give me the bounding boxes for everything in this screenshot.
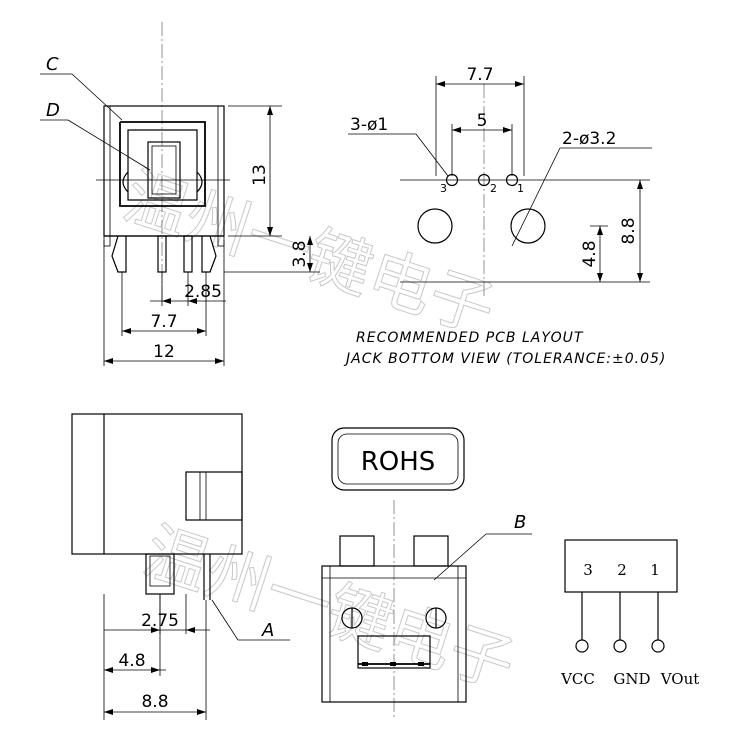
dim-front-height: 13 bbox=[250, 164, 270, 186]
dim-pcb-row-offset: 4.8 bbox=[580, 240, 600, 267]
pcb-pin-2: 2 bbox=[490, 182, 497, 195]
side-view: 2.75 4.8 8.8 A bbox=[71, 413, 290, 720]
pcb-layout: 3 2 1 7.7 5 3-ø1 2-ø3.2 4.8 8.8 bbox=[343, 65, 666, 367]
label-d: D bbox=[46, 100, 60, 121]
rear-view: B bbox=[321, 500, 532, 720]
watermark-text-bottom: 温州一键电子 bbox=[135, 515, 523, 704]
dim-front-pin-length: 3.8 bbox=[290, 240, 310, 267]
pin-schematic: 3 2 1 VCC GND VOut bbox=[560, 539, 700, 688]
dim-side-mid: 4.8 bbox=[118, 651, 145, 671]
schematic-pin-name-vcc: VCC bbox=[560, 670, 595, 688]
dim-side-total: 8.8 bbox=[141, 692, 168, 712]
rohs-text: ROHS bbox=[361, 447, 436, 477]
schematic-pin-name-vout: VOut bbox=[660, 670, 700, 688]
label-large-holes: 2-ø3.2 bbox=[562, 129, 616, 149]
dim-front-pin-pitch: 2.85 bbox=[184, 282, 222, 302]
front-view: C D 13 3.8 2.85 7.7 12 bbox=[40, 22, 320, 366]
label-small-holes: 3-ø1 bbox=[350, 115, 388, 135]
schematic-pin-name-gnd: GND bbox=[613, 670, 650, 688]
label-a: A bbox=[261, 620, 274, 641]
label-c: C bbox=[46, 54, 59, 75]
pcb-note-line2: JACK BOTTOM VIEW (TOLERANCE:±0.05) bbox=[343, 351, 666, 367]
pcb-note-line1: RECOMMENDED PCB LAYOUT bbox=[356, 330, 584, 346]
dim-pcb-outer-pitch: 7.7 bbox=[466, 65, 493, 85]
pcb-pin-1: 1 bbox=[517, 182, 524, 195]
schematic-pin-number-3: 3 bbox=[583, 561, 593, 579]
dim-front-outer-pins: 7.7 bbox=[150, 312, 177, 332]
dim-pcb-total: 8.8 bbox=[619, 217, 639, 244]
dim-pcb-inner-pitch: 5 bbox=[477, 111, 488, 131]
pcb-pin-3: 3 bbox=[440, 182, 447, 195]
schematic-pin-number-1: 1 bbox=[650, 561, 660, 579]
label-b: B bbox=[514, 512, 526, 533]
schematic-pin-number-2: 2 bbox=[617, 561, 627, 579]
rohs-badge: ROHS bbox=[331, 427, 465, 491]
dim-front-width: 12 bbox=[153, 342, 175, 362]
